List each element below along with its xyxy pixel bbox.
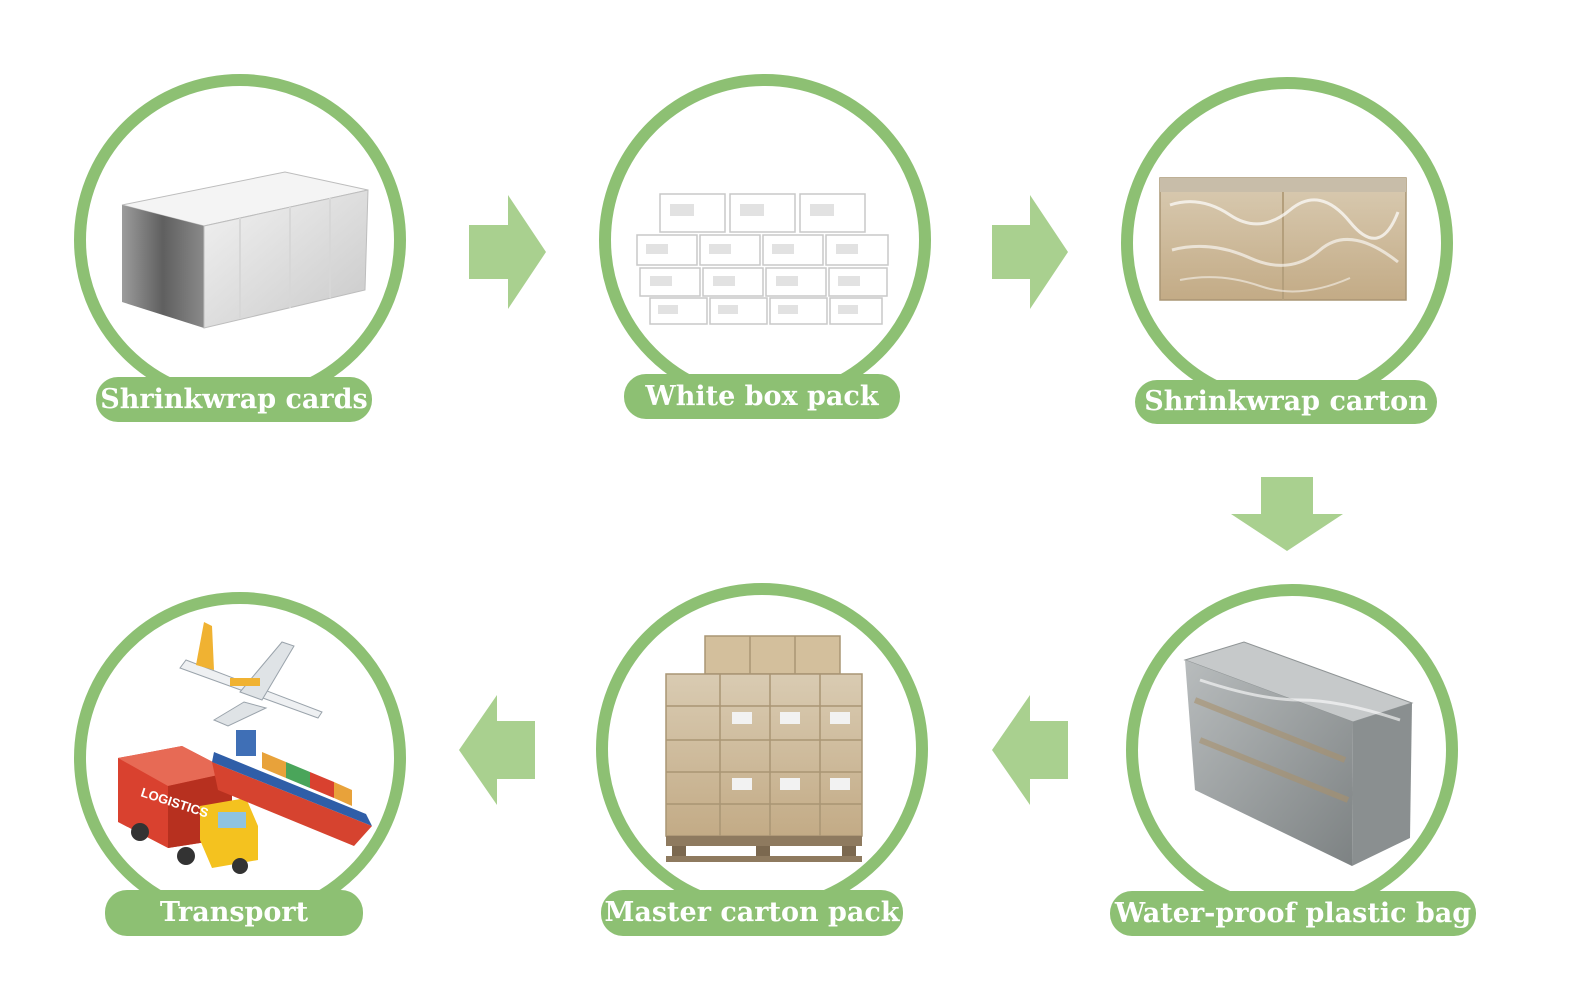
airplane-icon	[179, 622, 323, 727]
step-label-pill	[1110, 891, 1476, 936]
step-shrinkwrap-carton: Shrinkwrap carton	[1121, 77, 1453, 424]
arrow-left-icon	[459, 695, 535, 805]
airplane-truck-ship-icon: LOGISTICS	[118, 622, 372, 874]
arrow-left-icon	[992, 695, 1068, 805]
step-label: Shrinkwrap cards	[100, 384, 367, 415]
step-label: Master carton pack	[604, 897, 900, 928]
step-label-pill	[624, 374, 900, 419]
step-master-carton-pack: Master carton pack	[596, 583, 928, 936]
step-water-proof-plastic-bag: Water-proof plastic bag	[1110, 584, 1476, 936]
arrow-right-icon	[992, 195, 1068, 309]
plastic-bagged-carton-icon	[1183, 641, 1414, 866]
step-label-pill	[96, 377, 372, 422]
arrow-down-icon	[1231, 477, 1343, 551]
palletized-cartons-icon	[665, 635, 863, 862]
step-transport: LOGISTICS Transport	[74, 592, 406, 936]
step-shrinkwrap-cards: Shrinkwrap cards	[74, 74, 406, 422]
step-label: White box pack	[644, 381, 879, 412]
arrow-right-icon	[469, 195, 546, 309]
shrinkwrapped-carton-icon	[1159, 177, 1407, 301]
shrinkwrapped-card-stack-icon	[121, 171, 369, 329]
step-label-pill	[1135, 380, 1437, 424]
white-boxes-stack-icon	[636, 193, 889, 325]
truck-icon: LOGISTICS	[118, 746, 258, 874]
step-white-box-pack: White box pack	[599, 74, 931, 419]
step-label: Transport	[160, 897, 309, 928]
step-label-pill	[105, 890, 363, 936]
step-label: Shrinkwrap carton	[1144, 386, 1428, 417]
step-label-pill	[601, 890, 903, 936]
step-label: Water-proof plastic bag	[1114, 898, 1471, 929]
cargo-ship-icon	[212, 730, 372, 846]
